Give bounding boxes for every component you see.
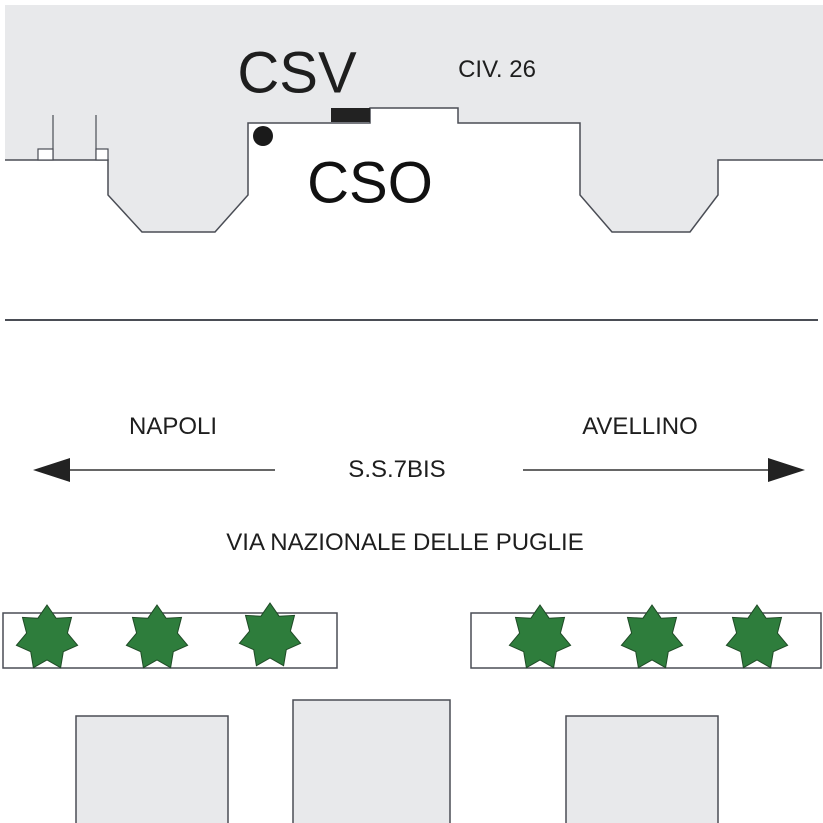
civic-number-label: CIV. 26 xyxy=(458,56,536,83)
arrow-right-icon xyxy=(523,458,805,482)
avellino-label: AVELLINO xyxy=(582,413,698,440)
napoli-label: NAPOLI xyxy=(128,413,218,440)
small-posts xyxy=(37,115,109,161)
arrow-left-icon xyxy=(33,458,275,482)
building-block-top xyxy=(5,5,823,232)
building-outline xyxy=(5,107,823,233)
building-bottom-1 xyxy=(75,715,229,823)
tree-icon xyxy=(15,604,79,669)
tree-icon xyxy=(125,604,189,669)
cso-marker xyxy=(253,126,273,146)
building-bottom-3 xyxy=(565,715,719,823)
csv-meter-box xyxy=(331,108,370,122)
tree-icon xyxy=(725,604,789,669)
tree-icon xyxy=(620,604,684,669)
tree-icon xyxy=(238,602,302,667)
entrance-notch xyxy=(371,109,457,124)
csv-label: CSV xyxy=(237,40,357,106)
building-bottom-2 xyxy=(292,699,451,823)
street-name-label: VIA NAZIONALE DELLE PUGLIE xyxy=(226,529,584,556)
tree-icon xyxy=(508,604,572,669)
road-code-label: S.S.7BIS xyxy=(348,456,446,483)
cso-label: CSO xyxy=(307,150,433,216)
